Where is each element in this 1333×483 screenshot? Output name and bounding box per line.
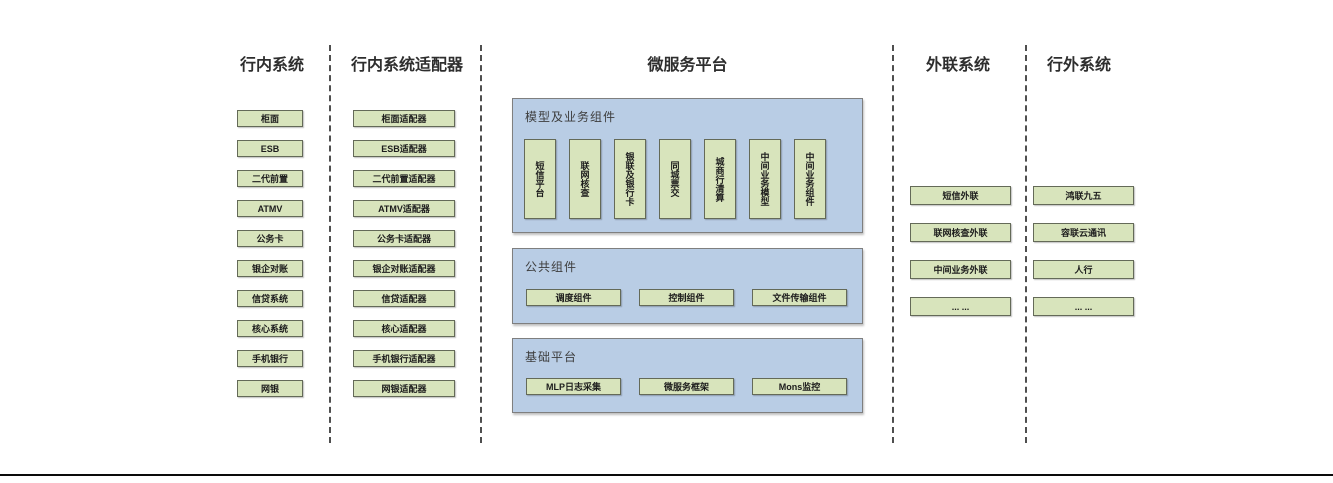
lane-separator-2 <box>480 45 482 443</box>
system-box-hexin: 核心系统 <box>237 320 303 337</box>
adapter-box-xindai: 信贷适配器 <box>353 290 455 307</box>
model-business-box-row: 短信平台 联网核查 银联及银行卡 同城票交 城商行清算 中间业务模型 中间业务组… <box>524 139 826 219</box>
system-box-guimian: 柜面 <box>237 110 303 127</box>
adapter-box-erdai-qianzhi: 二代前置适配器 <box>353 170 455 187</box>
outside-box-honglian95: 鸿联九五 <box>1033 186 1134 205</box>
component-box-intermediate-business-model: 中间业务模型 <box>749 139 781 219</box>
adapter-box-gongwuka: 公务卡适配器 <box>353 230 455 247</box>
adapter-box-shouji-yinhang: 手机银行适配器 <box>353 350 455 367</box>
group-common-components: 公共组件 调度组件 控制组件 文件传输组件 <box>512 248 863 324</box>
common-components-row: 调度组件 控制组件 文件传输组件 <box>526 289 847 306</box>
component-box-mons-monitor: Mons监控 <box>752 378 847 395</box>
adapter-box-yinqi-duizhang: 银企对账适配器 <box>353 260 455 277</box>
lane-title-microservice-platform: 微服务平台 <box>647 57 728 74</box>
adapter-box-esb: ESB适配器 <box>353 140 455 157</box>
lane-title-outside-systems: 行外系统 <box>1046 57 1111 74</box>
lane-separator-1 <box>329 45 331 443</box>
lane-internal-adapters: 柜面适配器 ESB适配器 二代前置适配器 ATMV适配器 公务卡适配器 银企对账… <box>353 110 455 410</box>
lane-separator-3 <box>892 45 894 443</box>
component-box-citybank-clearing: 城商行清算 <box>704 139 736 219</box>
adapter-box-wangyin: 网银适配器 <box>353 380 455 397</box>
lane-title-external-link-systems: 外联系统 <box>925 57 990 74</box>
lane-internal-systems: 柜面 ESB 二代前置 ATMV 公务卡 银企对账 信贷系统 核心系统 手机银行… <box>237 110 303 410</box>
lane-title-internal-systems: 行内系统 <box>239 57 304 74</box>
system-box-esb: ESB <box>237 140 303 157</box>
component-box-file-transfer: 文件传输组件 <box>752 289 847 306</box>
external-link-box-ellipsis: ... ... <box>910 297 1011 316</box>
group-label-base-platform: 基础平台 <box>525 350 578 364</box>
base-platform-row: MLP日志采集 微服务框架 Mons监控 <box>526 378 847 395</box>
group-model-business-components: 模型及业务组件 短信平台 联网核查 银联及银行卡 同城票交 城商行清算 中间业务… <box>512 98 863 233</box>
lane-outside-systems: 鸿联九五 容联云通讯 人行 ... ... <box>1033 186 1134 334</box>
external-link-box-intermediate-business: 中间业务外联 <box>910 260 1011 279</box>
adapter-box-atmv: ATMV适配器 <box>353 200 455 217</box>
external-link-box-online-check: 联网核查外联 <box>910 223 1011 242</box>
system-box-yinqi-duizhang: 银企对账 <box>237 260 303 277</box>
system-box-erdai-qianzhi: 二代前置 <box>237 170 303 187</box>
external-link-box-sms: 短信外联 <box>910 186 1011 205</box>
lane-title-internal-adapters: 行内系统适配器 <box>350 57 463 74</box>
system-box-wangyin: 网银 <box>237 380 303 397</box>
component-box-microservice-framework: 微服务框架 <box>639 378 734 395</box>
component-box-scheduler: 调度组件 <box>526 289 621 306</box>
component-box-control: 控制组件 <box>639 289 734 306</box>
system-box-gongwuka: 公务卡 <box>237 230 303 247</box>
outside-box-ellipsis: ... ... <box>1033 297 1134 316</box>
adapter-box-guimian: 柜面适配器 <box>353 110 455 127</box>
outside-box-pboc: 人行 <box>1033 260 1134 279</box>
component-box-city-bill-exchange: 同城票交 <box>659 139 691 219</box>
group-base-platform: 基础平台 MLP日志采集 微服务框架 Mons监控 <box>512 338 863 413</box>
system-box-xindai: 信贷系统 <box>237 290 303 307</box>
outside-box-ronglian-cloud: 容联云通讯 <box>1033 223 1134 242</box>
bottom-divider-line <box>0 474 1333 476</box>
group-label-model-business: 模型及业务组件 <box>525 110 617 124</box>
system-box-shouji-yinhang: 手机银行 <box>237 350 303 367</box>
system-box-atmv: ATMV <box>237 200 303 217</box>
component-box-sms-platform: 短信平台 <box>524 139 556 219</box>
lane-separator-4 <box>1025 45 1027 443</box>
group-label-common: 公共组件 <box>525 260 578 274</box>
component-box-online-check: 联网核查 <box>569 139 601 219</box>
lane-external-link-systems: 短信外联 联网核查外联 中间业务外联 ... ... <box>910 186 1011 334</box>
component-box-intermediate-business-component: 中间业务组件 <box>794 139 826 219</box>
adapter-box-hexin: 核心适配器 <box>353 320 455 337</box>
component-box-mlp-log-collect: MLP日志采集 <box>526 378 621 395</box>
component-box-unionpay-bankcard: 银联及银行卡 <box>614 139 646 219</box>
